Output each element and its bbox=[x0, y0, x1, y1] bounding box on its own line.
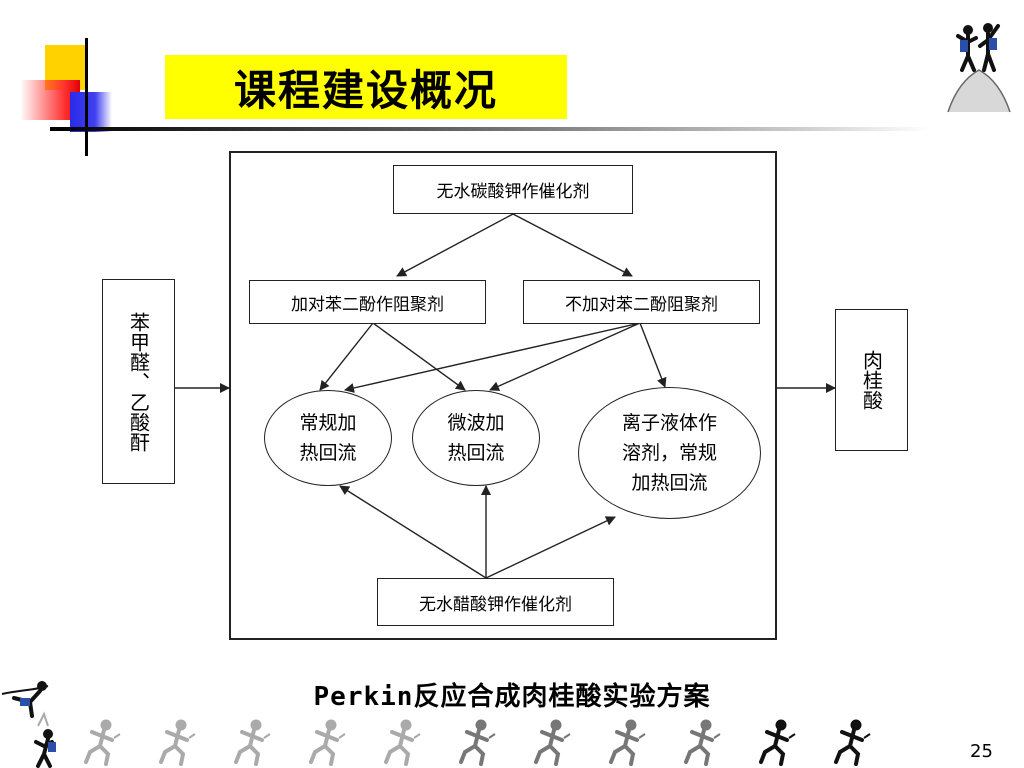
running-figure-icon bbox=[759, 718, 797, 766]
running-figure-icon bbox=[834, 718, 872, 766]
without-inhibitor-box: 不加对苯二酚阻聚剂 bbox=[523, 280, 760, 324]
diagram-frame bbox=[229, 151, 777, 640]
with-inhibitor-box: 加对苯二酚作阻聚剂 bbox=[249, 280, 486, 324]
climber-rope-icon bbox=[1, 681, 56, 768]
running-figure-icon bbox=[609, 718, 647, 766]
method-microwave-line1: 微波加 bbox=[447, 412, 505, 434]
method-conventional-line2: 热回流 bbox=[299, 442, 357, 464]
method-ionic-liquid-ellipse: 离子液体作 溶剂，常规 加热回流 bbox=[578, 387, 761, 519]
running-figure-icon bbox=[684, 718, 722, 766]
catalyst-bottom-box: 无水醋酸钾作催化剂 bbox=[377, 578, 614, 626]
running-figure-icon bbox=[534, 718, 572, 766]
page-number: 25 bbox=[970, 741, 993, 762]
climbers-icon bbox=[947, 23, 1011, 113]
running-figures-row bbox=[84, 718, 872, 766]
method-ionic-line3: 加热回流 bbox=[631, 472, 708, 494]
running-figure-icon bbox=[309, 718, 347, 766]
method-microwave-ellipse: 微波加 热回流 bbox=[412, 390, 540, 486]
slide-title: 课程建设概况 bbox=[165, 55, 567, 119]
running-figure-icon bbox=[384, 718, 422, 766]
method-microwave-line2: 热回流 bbox=[447, 442, 505, 464]
decor-horizontal-rule bbox=[50, 127, 930, 131]
method-conventional-ellipse: 常规加 热回流 bbox=[264, 390, 392, 486]
catalyst-top-box: 无水碳酸钾作催化剂 bbox=[393, 165, 633, 214]
running-figure-icon bbox=[459, 718, 497, 766]
decor-vertical-line bbox=[85, 38, 88, 156]
reactants-box: 苯甲醛、乙酸酐 bbox=[102, 279, 175, 484]
running-figure-icon bbox=[159, 718, 197, 766]
running-figure-icon bbox=[84, 718, 122, 766]
product-box: 肉桂酸 bbox=[835, 309, 908, 451]
running-figure-icon bbox=[234, 718, 272, 766]
method-ionic-line2: 溶剂，常规 bbox=[621, 442, 717, 464]
method-ionic-line1: 离子液体作 bbox=[621, 412, 717, 434]
decor-blue-square bbox=[70, 92, 112, 132]
slide-caption: Perkin反应合成肉桂酸实验方案 bbox=[313, 682, 711, 712]
method-conventional-line1: 常规加 bbox=[299, 412, 357, 434]
